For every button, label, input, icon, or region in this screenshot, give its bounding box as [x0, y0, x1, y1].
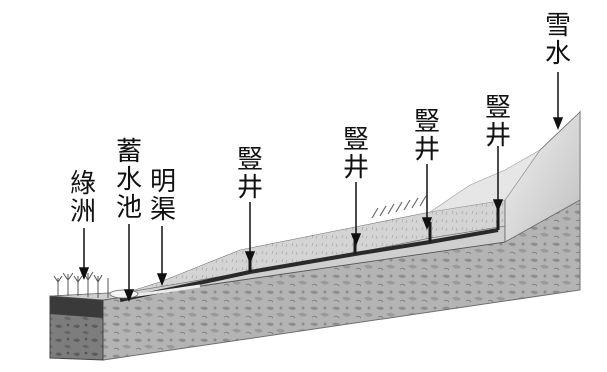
arrow-well-1 [244, 202, 256, 265]
arrow-oasis [78, 228, 90, 281]
label-well-3: 豎 井 [413, 107, 440, 165]
label-well-1: 豎 井 [236, 145, 263, 203]
label-reservoir: 蓄 水 池 [115, 137, 142, 223]
mountain-slope [429, 149, 541, 213]
soil-layer [50, 296, 103, 318]
label-well-4: 豎 井 [484, 93, 511, 151]
tree-line [371, 195, 427, 219]
arrow-reservoir [123, 224, 135, 303]
arrow-snowmelt [552, 72, 564, 131]
arrow-well-4 [492, 146, 504, 213]
arrow-well-2 [350, 182, 362, 247]
arrow-canal [156, 226, 168, 287]
reservoir-pond [109, 289, 139, 299]
oasis-trees [53, 271, 109, 298]
label-open-canal: 明 渠 [149, 167, 176, 225]
label-well-2: 豎 井 [342, 125, 369, 183]
arrow-well-3 [421, 164, 433, 231]
label-snowmelt: 雪 水 [544, 11, 571, 69]
label-oasis: 綠 洲 [69, 169, 96, 227]
